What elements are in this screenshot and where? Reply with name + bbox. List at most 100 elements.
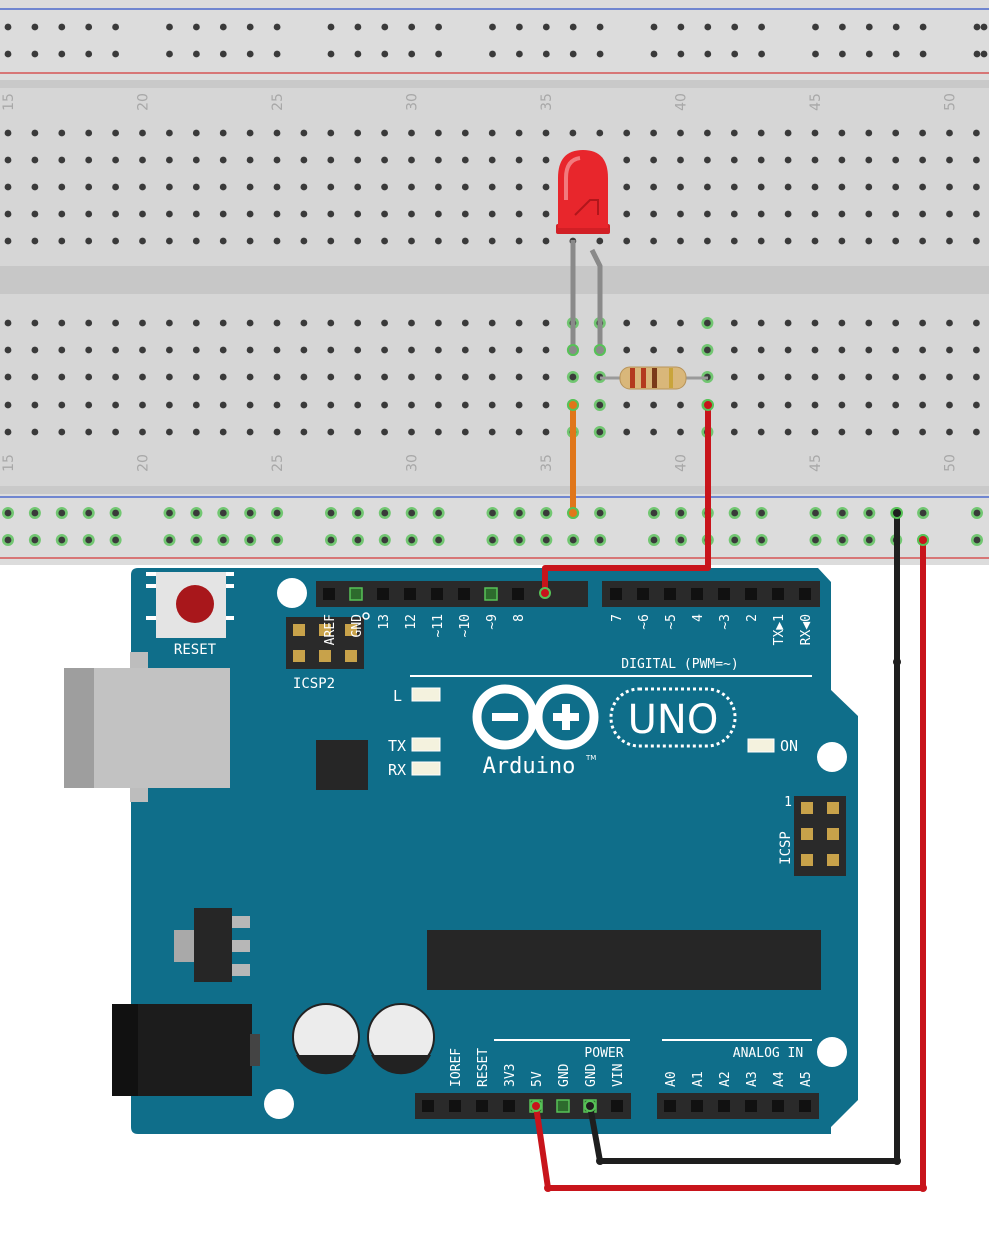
breadboard-hole: [730, 183, 738, 191]
pin-socket[interactable]: [664, 588, 676, 600]
breadboard-hole: [757, 129, 765, 137]
pin-socket[interactable]: [718, 588, 730, 600]
breadboard-hole: [838, 346, 846, 354]
header-pin: [293, 650, 305, 662]
wire-endpoint: [567, 507, 579, 519]
rail-hole: [166, 536, 173, 544]
pin-socket[interactable]: [377, 588, 389, 600]
breadboard-hole: [650, 346, 657, 354]
pin-socket[interactable]: [745, 588, 757, 600]
icsp2-label: ICSP2: [293, 676, 335, 692]
breadboard-hole: [757, 183, 765, 191]
rail-hole: [354, 509, 362, 517]
pin-socket[interactable]: [637, 588, 649, 600]
led-highlight: [564, 156, 581, 200]
pin-socket[interactable]: [611, 1100, 623, 1112]
pin-socket[interactable]: [476, 1100, 488, 1112]
pin-socket[interactable]: [422, 1100, 434, 1112]
rail-hole: [85, 509, 93, 517]
rail-hole: [58, 509, 66, 517]
pin-socket[interactable]: [799, 1100, 811, 1112]
breadboard-hole: [784, 428, 792, 436]
digital-pin-label: ~11: [431, 614, 446, 637]
breadboard-hole: [354, 210, 362, 218]
breadboard-hole: [381, 373, 388, 381]
pin-socket[interactable]: [799, 588, 811, 600]
pin-socket[interactable]: [449, 1100, 461, 1112]
breadboard-hole: [192, 346, 200, 354]
breadboard-hole: [946, 183, 953, 191]
breadboard-hole: [58, 156, 66, 164]
pin-socket[interactable]: [503, 1100, 515, 1112]
reset-button[interactable]: [176, 585, 214, 623]
breadboard-hole: [488, 183, 496, 191]
rail-hole: [516, 536, 523, 544]
red-wire-pin9[interactable]: [542, 402, 711, 596]
breadboard-hole: [865, 346, 873, 354]
rail-hole: [4, 23, 12, 31]
breadboard-hole: [381, 428, 388, 436]
breadboard-hole: [435, 319, 442, 327]
pin-socket[interactable]: [772, 1100, 784, 1112]
resistor[interactable]: [600, 366, 708, 390]
pin-socket[interactable]: [431, 588, 443, 600]
pin-socket[interactable]: [664, 1100, 676, 1112]
red-wire-5v[interactable]: [533, 537, 926, 1191]
breadboard-hole: [273, 346, 281, 354]
pin-socket[interactable]: [745, 1100, 757, 1112]
pin-socket[interactable]: [512, 588, 524, 600]
breadboard-hole: [192, 237, 200, 245]
pin-socket[interactable]: [691, 1100, 703, 1112]
breadboard-hole: [85, 373, 93, 381]
pin-socket[interactable]: [772, 588, 784, 600]
rail-hole: [973, 536, 981, 544]
breadboard-hole: [515, 210, 523, 218]
breadboard-hole: [704, 237, 711, 245]
pin-socket[interactable]: [610, 588, 622, 600]
wire-bend: [919, 1184, 927, 1192]
pin-socket[interactable]: [349, 587, 363, 601]
rail-hole: [650, 509, 658, 517]
black-wire-gnd[interactable]: [587, 510, 900, 1164]
digital-pin-label: GND: [350, 614, 365, 638]
breadboard-hole: [596, 401, 604, 409]
breadboard-hole: [85, 428, 93, 436]
pin-socket[interactable]: [718, 1100, 730, 1112]
breadboard-hole: [811, 210, 819, 218]
breadboard-hole: [273, 373, 281, 381]
breadboard-hole: [677, 210, 684, 218]
breadboard-hole: [730, 401, 738, 409]
power-pin-label: VIN: [611, 1064, 626, 1087]
breadboard-hole: [515, 401, 523, 409]
pin-socket[interactable]: [404, 588, 416, 600]
rail-hole: [381, 536, 389, 544]
pin-socket[interactable]: [323, 588, 335, 600]
pin-socket[interactable]: [691, 588, 703, 600]
rail-hole: [812, 509, 819, 517]
rail-hole: [354, 536, 362, 544]
pin-socket[interactable]: [556, 1099, 570, 1113]
breadboard-hole: [31, 183, 39, 191]
breadboard-hole: [31, 428, 39, 436]
breadboard-hole: [919, 183, 926, 191]
voltage-regulator: [194, 908, 232, 982]
pin-socket[interactable]: [458, 588, 470, 600]
breadboard-hole: [704, 183, 711, 191]
red-led[interactable]: [556, 150, 610, 356]
rail-hole: [596, 23, 604, 31]
analog-caption: ANALOG IN: [733, 1046, 803, 1061]
rail-hole: [704, 50, 712, 58]
breadboard-hole: [596, 129, 604, 137]
breadboard-hole: [166, 319, 173, 327]
breadboard-hole: [408, 129, 415, 137]
rail-hole: [193, 23, 200, 31]
wire-endpoint: [530, 1100, 542, 1112]
breadboard-hole: [139, 237, 146, 245]
breadboard-hole: [650, 210, 657, 218]
breadboard-hole: [31, 129, 39, 137]
logo-right-loop: [533, 684, 599, 750]
pin-socket[interactable]: [484, 587, 498, 601]
breadboard-hole: [892, 237, 900, 245]
breadboard-hole: [811, 156, 819, 164]
